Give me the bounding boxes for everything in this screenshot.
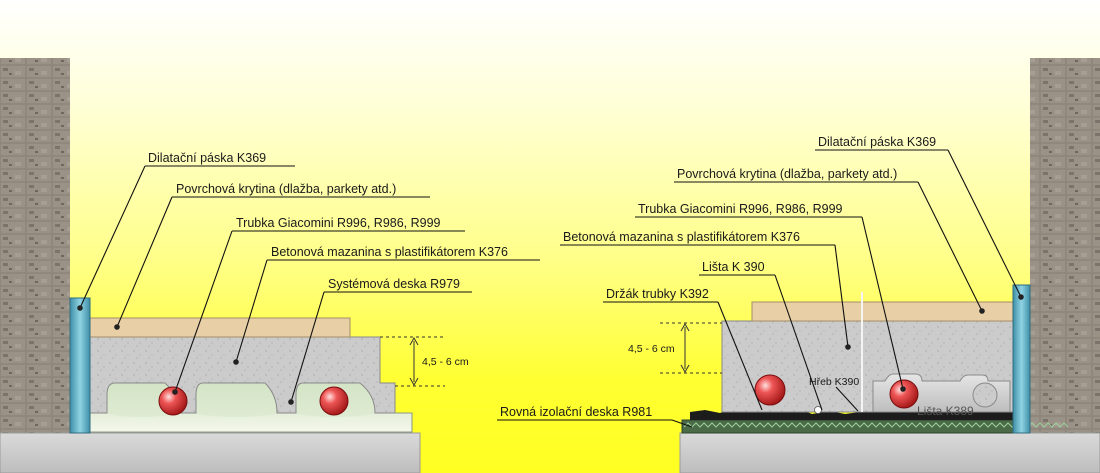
right-dim-arrow-up <box>680 322 690 332</box>
right-label-lista-k389: Lišta K389 <box>917 404 974 418</box>
left-leader-beton <box>235 259 268 363</box>
right-leader-povrch <box>917 181 983 312</box>
right-dim-arrow-down <box>680 364 690 374</box>
right-insulation-texture <box>683 422 1069 428</box>
right-leader-izolace <box>671 419 693 428</box>
left-leader-deska <box>290 291 325 403</box>
left-thickness-label: 4,5 - 6 cm <box>422 356 469 368</box>
right-pipe-2 <box>889 379 919 409</box>
right-leader-hreb <box>835 386 859 412</box>
left-dilatation-strip <box>69 297 91 434</box>
right-clip-cutout <box>972 382 998 408</box>
left-foundation-slab <box>0 432 421 473</box>
right-dot-beton <box>845 344 851 350</box>
right-label-betonova-mazanina: Betonová mazanina s plastifikátorem K376 <box>563 230 800 244</box>
left-brick-wall <box>0 58 70 438</box>
left-leader-trubka <box>174 230 233 393</box>
left-board-bump-2 <box>196 378 277 417</box>
right-brick-wall <box>1030 58 1100 438</box>
left-label-povrchova-krytina: Povrchová krytina (dlažba, parkety atd.) <box>176 182 396 196</box>
right-dot-povrch <box>979 308 985 314</box>
left-label-systemova-deska: Systémová deska R979 <box>328 277 460 291</box>
right-floor-section <box>660 284 1069 434</box>
right-label-dilatacni-paska: Dilatační páska K369 <box>818 135 936 149</box>
right-label-hreb: Hřeb K390 <box>809 376 859 388</box>
right-foundation-slab <box>679 432 1100 473</box>
left-callouts: Dilatační páska K369 Povrchová krytina (… <box>77 151 540 405</box>
right-leader-trubka <box>861 216 904 390</box>
left-label-betonova-mazanina: Betonová mazanina s plastifikátorem K376 <box>271 245 508 259</box>
left-label-dilatacni-paska: Dilatační páska K369 <box>148 151 266 165</box>
left-dot-povrch <box>114 324 120 330</box>
right-dot-trubka <box>900 386 906 392</box>
right-leader-lista <box>774 274 823 411</box>
right-label-drzak-trubky: Držák trubky K392 <box>606 287 709 301</box>
left-concrete-screed <box>89 336 396 414</box>
right-dilatation-strip <box>1012 284 1031 434</box>
left-leader-povrch <box>116 196 173 328</box>
left-floor-section <box>69 297 445 434</box>
left-dot-beton <box>233 359 239 365</box>
left-dim-arrow-up <box>409 336 419 346</box>
left-dim-arrow-down <box>409 377 419 387</box>
right-label-trubka: Trubka Giacomini R996, R986, R999 <box>638 202 843 216</box>
right-dot-dilatacni <box>1018 294 1024 300</box>
left-dot-dilatacni <box>77 305 83 311</box>
right-callouts: Dilatační páska K369 Povrchová krytina (… <box>497 135 1024 428</box>
left-leader-dilatacni <box>79 165 146 309</box>
right-leader-dilatacni <box>947 149 1022 298</box>
right-leader-beton <box>834 244 849 348</box>
right-label-povrchova-krytina: Povrchová krytina (dlažba, parkety atd.) <box>677 167 897 181</box>
right-holder-dot <box>814 406 822 414</box>
left-dot-deska <box>288 399 294 405</box>
left-label-trubka: Trubka Giacomini R996, R986, R999 <box>236 216 441 230</box>
left-pipe-2 <box>319 386 349 416</box>
right-label-lista-k390: Lišta K 390 <box>702 260 765 274</box>
right-thickness-label: 4,5 - 6 cm <box>628 343 675 355</box>
left-dot-trubka <box>172 389 178 395</box>
right-label-rovna-izolacni-deska: Rovná izolační deska R981 <box>500 405 652 419</box>
right-pipe-1 <box>754 374 786 406</box>
right-leader-drzak <box>717 301 763 411</box>
left-pipe-1 <box>158 386 188 416</box>
